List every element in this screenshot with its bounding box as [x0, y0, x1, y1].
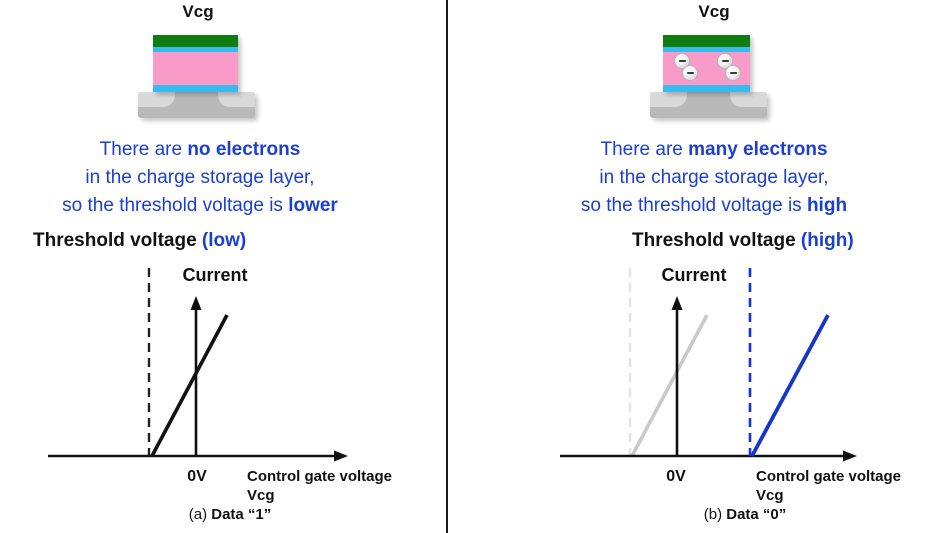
zero-volt-label-a: 0V [187, 468, 207, 485]
description-a-line1: There are no electrons [99, 139, 301, 160]
electron-icon [725, 65, 741, 81]
description-b-line1: There are many electrons [600, 139, 828, 160]
vcg-label-b: Vcg [698, 2, 730, 21]
threshold-level-a: (low) [201, 230, 247, 251]
minus-icon [678, 60, 686, 62]
caption-a: (a) Data “1” [188, 506, 272, 523]
substrate-b [650, 92, 767, 118]
substrate-a [138, 92, 255, 118]
gate-stack-b [663, 35, 750, 92]
current-axis-arrow-b [671, 296, 683, 310]
description-b-line2: in the charge storage layer, [599, 167, 829, 188]
control-gate-layer-a [153, 35, 238, 47]
minus-icon [721, 60, 729, 62]
voltage-axis-arrow-b [843, 450, 857, 462]
oxide-layer-bottom-a [153, 85, 238, 92]
oxide-layer-bottom-b [663, 85, 750, 92]
graph-b [560, 268, 857, 462]
control-gate-layer-b [663, 35, 750, 47]
source-region-a [138, 92, 175, 107]
oxide-layer-top-a [153, 47, 238, 52]
iv-curve-b [750, 314, 830, 457]
graph-a [48, 268, 348, 462]
minus-icon [729, 72, 737, 74]
panel-divider [446, 0, 448, 533]
minus-icon [686, 72, 694, 74]
description-a-line3: so the threshold voltage is lower [62, 195, 338, 216]
charge-storage-layer-b [663, 52, 750, 85]
drain-region-a [218, 92, 255, 107]
threshold-heading-a: Threshold voltage (low) [33, 230, 247, 251]
current-axis-arrow-a [190, 296, 202, 310]
drain-region-b [730, 92, 767, 107]
description-b-line3: so the threshold voltage is high [580, 195, 848, 216]
source-region-b [650, 92, 687, 107]
x-axis-label-b: Control gate voltage Vcg [756, 468, 902, 504]
threshold-heading-b: Threshold voltage (high) [632, 230, 854, 251]
description-a: There are no electrons in the charge sto… [0, 136, 400, 220]
voltage-axis-arrow-a [334, 450, 348, 462]
charge-storage-layer-a [153, 52, 238, 85]
electron-icon [682, 65, 698, 81]
zero-volt-label-b: 0V [666, 468, 686, 485]
current-axis-label-a: Current [182, 265, 248, 285]
gate-stack-a [153, 35, 238, 92]
memory-cell-b [650, 35, 767, 120]
description-a-line2: in the charge storage layer, [85, 167, 315, 188]
memory-cell-a [138, 35, 255, 120]
current-axis-label-b: Current [661, 265, 727, 285]
old-iv-curve-ghost-b [630, 314, 709, 457]
vcg-label-a: Vcg [182, 2, 214, 21]
x-axis-label-a: Control gate voltage Vcg [247, 468, 393, 504]
description-b: There are many electrons in the charge s… [514, 136, 914, 220]
caption-b: (b) Data “0” [703, 506, 787, 523]
threshold-level-b: (high) [800, 230, 854, 251]
iv-curve-a [150, 314, 229, 457]
oxide-layer-top-b [663, 47, 750, 52]
